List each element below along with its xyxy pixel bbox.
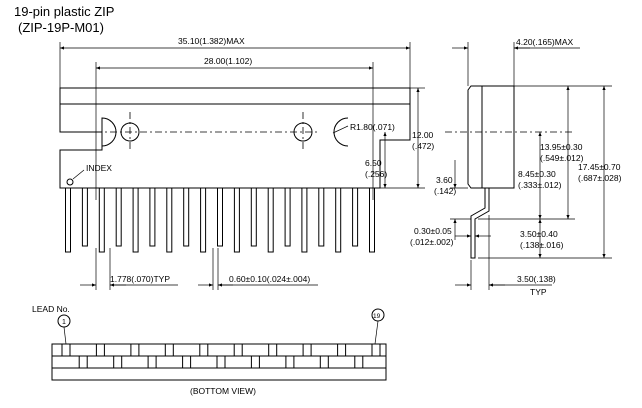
bottom-lead bbox=[337, 343, 347, 357]
side-view bbox=[445, 85, 575, 259]
dim-h3-in: (.333±.012) bbox=[518, 180, 562, 190]
lead-pin bbox=[369, 187, 375, 253]
mount-hole-left bbox=[101, 117, 117, 147]
dim-side-h-in: (.142) bbox=[434, 186, 456, 196]
package-body bbox=[59, 87, 411, 189]
lead-pin bbox=[183, 187, 190, 247]
bottom-lead bbox=[319, 355, 329, 369]
lead-pin bbox=[335, 187, 342, 253]
side-body bbox=[467, 85, 515, 189]
lead-pin bbox=[81, 187, 88, 247]
lead-pin bbox=[166, 187, 173, 253]
lead-group bbox=[65, 187, 375, 253]
dim-h4-in: (.138±.016) bbox=[520, 240, 564, 250]
bottom-lead bbox=[95, 343, 105, 357]
dim-hole-height-in: (.256) bbox=[365, 169, 387, 179]
index-label: INDEX bbox=[86, 163, 112, 173]
lead-no-label: LEAD No. bbox=[32, 304, 70, 314]
lead-pin bbox=[318, 187, 325, 247]
index-mark bbox=[66, 178, 74, 186]
dim-h3-mm: 8.45±0.30 bbox=[518, 169, 556, 179]
lead-first-number: 1 bbox=[62, 319, 66, 326]
bottom-view-label: (BOTTOM VIEW) bbox=[190, 386, 256, 396]
lead-pin bbox=[98, 187, 105, 253]
lead-pin bbox=[352, 187, 359, 247]
bottom-lead bbox=[285, 355, 295, 369]
dim-overall-length: 35.10(1.382)MAX bbox=[178, 36, 245, 46]
lead-pin bbox=[132, 187, 139, 253]
bottom-lead bbox=[354, 355, 364, 369]
dim-h4-mm: 3.50±0.40 bbox=[520, 229, 558, 239]
bottom-lead bbox=[233, 343, 243, 357]
title-line2: (ZIP-19P-M01) bbox=[18, 20, 104, 35]
lead-pin bbox=[233, 187, 240, 253]
lead-last-number: 19 bbox=[373, 313, 381, 320]
front-view: INDEX bbox=[59, 87, 411, 189]
side-lead bbox=[470, 188, 490, 259]
dim-pitch: 1.778(.070)TYP bbox=[110, 274, 170, 284]
dim-body-height-mm: 12.00 bbox=[412, 130, 434, 140]
bottom-lead bbox=[199, 343, 209, 357]
lead-pin bbox=[149, 187, 156, 247]
title-line1: 19-pin plastic ZIP bbox=[14, 4, 114, 19]
bottom-lead-group bbox=[61, 343, 381, 369]
bottom-lead bbox=[61, 343, 71, 357]
lead-pin bbox=[115, 187, 122, 247]
lead-pin bbox=[284, 187, 291, 247]
lead-pin bbox=[217, 187, 223, 247]
dim-body-height-in: (.472) bbox=[412, 141, 434, 151]
dim-h2-in: (.687±.028) bbox=[578, 173, 622, 183]
dim-lead-thk-in: (.012±.002) bbox=[410, 237, 454, 247]
lead-pin bbox=[250, 187, 257, 247]
dim-thickness: 4.20(.165)MAX bbox=[516, 37, 573, 47]
bottom-lead bbox=[250, 355, 260, 369]
dim-lead-thk-mm: 0.30±0.05 bbox=[414, 226, 452, 236]
dim-typ: TYP bbox=[530, 287, 547, 297]
lead-pin bbox=[65, 187, 71, 253]
lead-pin bbox=[200, 187, 207, 253]
bottom-lead bbox=[130, 343, 140, 357]
dim-radius: R1.80(.071) bbox=[350, 122, 395, 132]
bottom-view bbox=[51, 343, 387, 381]
bottom-lead bbox=[182, 355, 192, 369]
bottom-lead bbox=[113, 355, 123, 369]
dim-h2-mm: 17.45±0.70 bbox=[578, 162, 621, 172]
bottom-lead bbox=[164, 343, 174, 357]
dim-h1-mm: 13.95±0.30 bbox=[540, 142, 583, 152]
dim-offset: 3.50(.138) bbox=[517, 274, 556, 284]
dim-lead-width: 0.60±0.10(.024±.004) bbox=[229, 274, 310, 284]
mount-hole-right bbox=[333, 117, 349, 147]
lead-pin bbox=[301, 187, 308, 253]
dim-h1-in: (.549±.012) bbox=[540, 153, 584, 163]
lead-pin bbox=[267, 187, 274, 253]
dim-pin-span: 28.00(1.102) bbox=[204, 56, 252, 66]
bottom-lead bbox=[216, 355, 226, 369]
dim-hole-height-mm: 6.50 bbox=[365, 158, 382, 168]
bottom-lead bbox=[302, 343, 312, 357]
bottom-lead bbox=[268, 343, 278, 357]
bottom-body bbox=[51, 343, 387, 381]
bottom-lead bbox=[78, 355, 88, 369]
bottom-lead bbox=[147, 355, 157, 369]
bottom-lead bbox=[371, 343, 381, 357]
dim-side-h-mm: 3.60 bbox=[436, 175, 453, 185]
